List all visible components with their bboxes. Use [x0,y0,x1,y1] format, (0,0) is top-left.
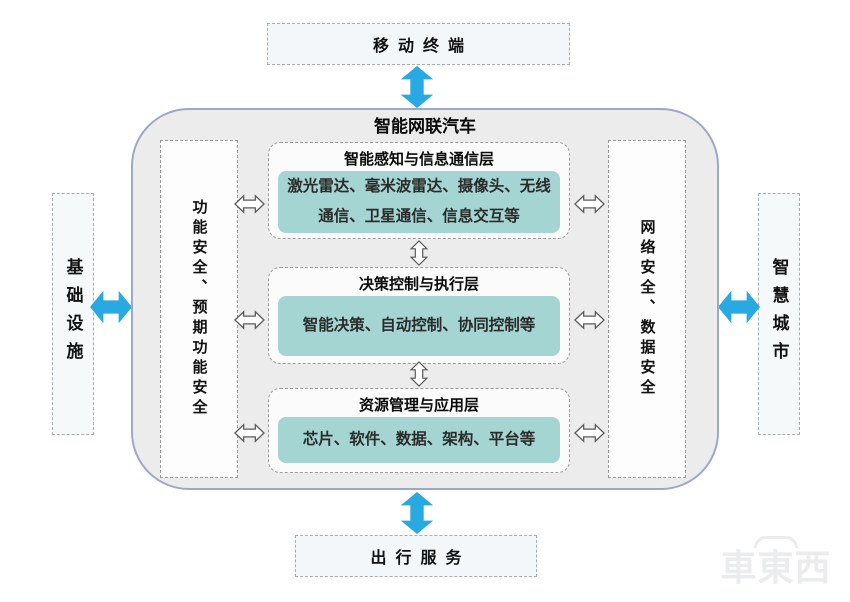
layer-resource-content: 芯片、软件、数据、架构、平台等 [278,417,560,463]
infrastructure-label: 基础设施 [63,258,83,370]
hollow-arrow-right-3-icon [574,423,605,443]
icv-title: 智能网联汽车 [374,117,476,136]
hollow-arrow-right-1-icon [574,194,605,214]
smart-city-label: 智慧城市 [769,258,789,370]
network-security-label: 网络安全、数据安全 [638,219,656,399]
watermark: 車東西 [706,536,846,598]
layer-perception-title: 智能感知与信息通信层 [343,150,494,168]
smart-city-box: 智慧城市 [758,193,800,435]
double-arrow-vertical-top-icon [400,66,434,108]
mobile-terminal-box: 移动终端 [267,23,570,65]
functional-safety-column: 功能安全、预期功能安全 [160,140,238,478]
layer-decision-content: 智能决策、自动控制、协同控制等 [278,296,560,356]
functional-safety-label: 功能安全、预期功能安全 [190,199,208,419]
layer-perception: 智能感知与信息通信层 激光雷达、毫米波雷达、摄像头、无线通信、卫星通信、信息交互… [268,142,570,239]
mobile-terminal-label: 移动终端 [372,38,473,55]
network-security-column: 网络安全、数据安全 [608,140,686,478]
layer-perception-content: 激光雷达、毫米波雷达、摄像头、无线通信、卫星通信、信息交互等 [278,171,560,233]
double-arrow-horizontal-right-icon [718,290,760,324]
watermark-car-roof-icon [754,536,798,548]
double-arrow-horizontal-left-icon [90,290,132,324]
layer-resource: 资源管理与应用层 芯片、软件、数据、架构、平台等 [268,388,570,473]
hollow-arrow-left-3-icon [234,423,265,443]
hollow-arrow-left-1-icon [234,194,265,214]
watermark-text: 車東西 [720,547,832,588]
infrastructure-box: 基础设施 [52,193,94,435]
double-arrow-vertical-bottom-icon [400,492,434,534]
hollow-arrow-vertical-2-icon [409,361,429,387]
layer-resource-title: 资源管理与应用层 [358,396,479,414]
travel-service-label: 出行服务 [370,550,471,567]
travel-service-box: 出行服务 [295,535,537,577]
layer-decision-title: 决策控制与执行层 [358,275,479,293]
hollow-arrow-right-2-icon [574,310,605,330]
layer-decision: 决策控制与执行层 智能决策、自动控制、协同控制等 [268,267,570,364]
hollow-arrow-left-2-icon [234,310,265,330]
hollow-arrow-vertical-1-icon [409,240,429,266]
